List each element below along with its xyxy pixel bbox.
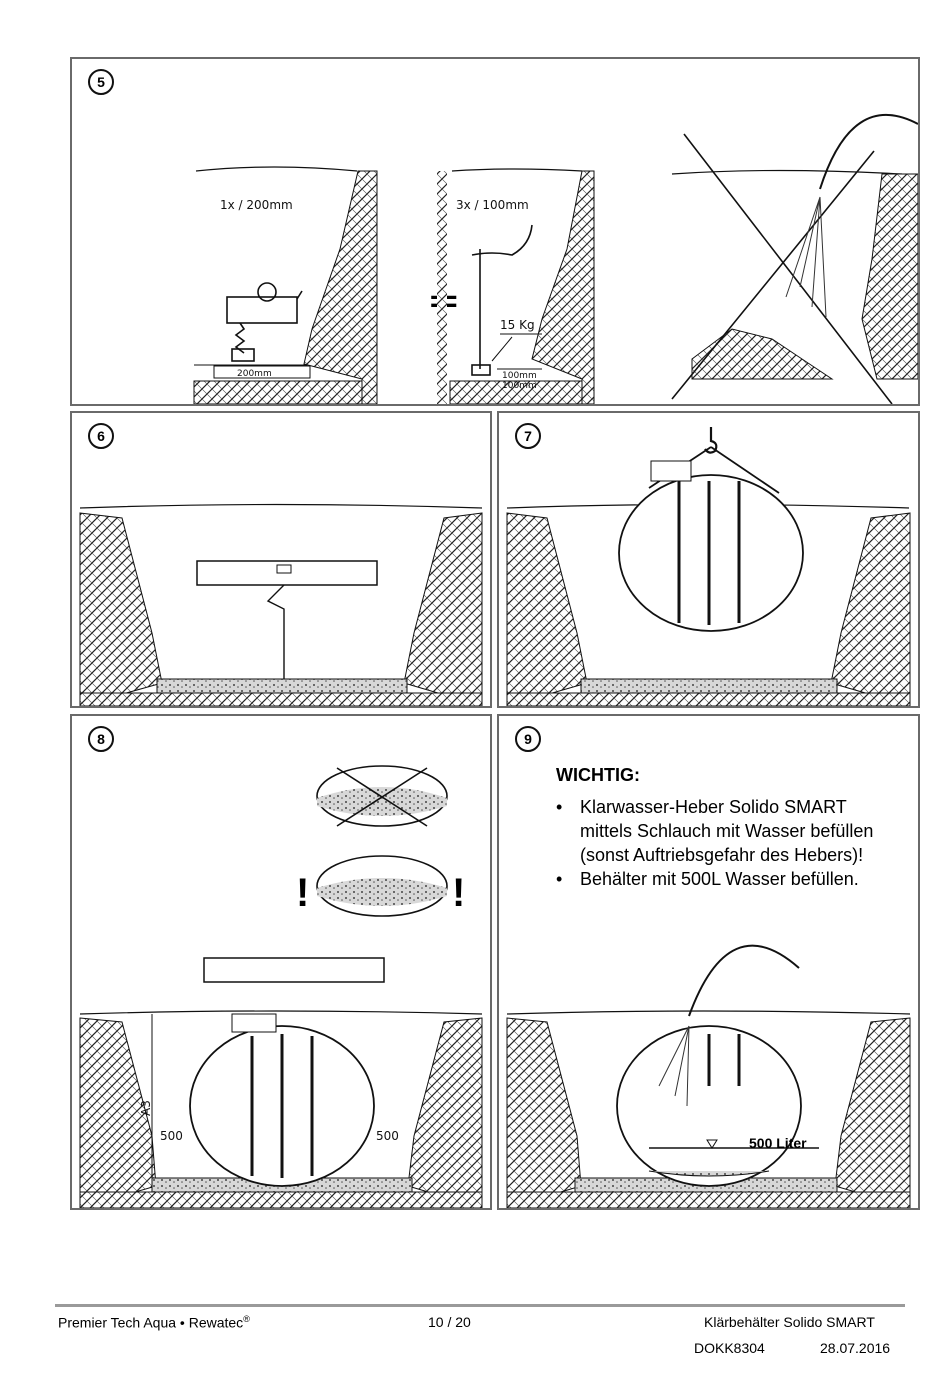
instruction-list: Klarwasser-Heber Solido SMART mittels Sc… — [554, 795, 894, 891]
lifting-illustration — [506, 427, 911, 706]
step-number-9: 9 — [515, 726, 541, 752]
step-number-8: 8 — [88, 726, 114, 752]
step-number-7: 7 — [515, 423, 541, 449]
water-filling-illustration: 500 Liter — [506, 944, 911, 1208]
tank-icon — [616, 1025, 802, 1187]
panel-step-9: 9 500 Liter — [497, 714, 920, 1210]
tank-icon — [618, 474, 804, 632]
footer-divider — [55, 1304, 905, 1307]
crane-hook-icon — [704, 427, 718, 454]
cross-out-line — [683, 133, 893, 404]
panel-step-7: 7 — [497, 411, 920, 708]
water-hose-icon — [688, 944, 800, 1017]
level-check-illustration — [79, 503, 483, 706]
compaction-label-left: 1x / 200mm — [220, 198, 293, 212]
spirit-level-icon — [203, 957, 385, 983]
depth-label-1: 100mm — [502, 371, 537, 381]
registered-mark: ® — [243, 1314, 250, 1324]
compaction-label-right: 3x / 100mm — [456, 198, 529, 212]
panel-step-6: 6 — [70, 411, 492, 708]
panel-step-5: 5 200mm 1x / 200mm = 3x / 100mm 15 Kg — [70, 57, 920, 406]
cross-out-line — [336, 767, 428, 827]
instruction-item: Klarwasser-Heber Solido SMART mittels Sc… — [554, 795, 894, 867]
footer-company-text: Premier Tech Aqua • Rewatec — [58, 1314, 244, 1331]
instruction-item: Behälter mit 500L Wasser befüllen. — [554, 867, 894, 891]
water-level-label: 500 Liter — [749, 1135, 807, 1151]
warning-mark-left: ! — [296, 871, 309, 915]
compaction-illustration: 200mm 1x / 200mm = 3x / 100mm 15 Kg 100m… — [193, 114, 918, 404]
height-dimension-label: A3 — [139, 1100, 153, 1116]
step-number-5: 5 — [88, 69, 114, 95]
hand-tamper-icon — [471, 224, 533, 376]
water-hose-icon — [819, 114, 918, 190]
right-gap-label: 500 — [376, 1129, 399, 1143]
step-number-6: 6 — [88, 423, 114, 449]
important-heading: WICHTIG: — [556, 765, 640, 785]
panel-step-8: 8 ! ! A3 500 500 — [70, 714, 492, 1210]
footer-doc-id: DOKK8304 — [694, 1340, 765, 1356]
footer-company: Premier Tech Aqua • Rewatec® — [58, 1314, 250, 1331]
plate-compactor-icon — [226, 282, 303, 362]
warning-mark-right: ! — [452, 871, 465, 915]
tank-placement-illustration: ! ! A3 500 500 — [79, 765, 483, 1208]
depth-label-left: 200mm — [237, 369, 272, 379]
depth-label-2: 100mm — [502, 381, 537, 391]
footer-date: 28.07.2016 — [820, 1340, 891, 1356]
left-gap-label: 500 — [160, 1129, 183, 1143]
footer-page-number: 10 / 20 — [428, 1314, 471, 1330]
footer-product: Klärbehälter Solido SMART — [704, 1314, 875, 1330]
weight-label: 15 Kg — [500, 318, 535, 332]
cross-out-line — [671, 150, 875, 400]
